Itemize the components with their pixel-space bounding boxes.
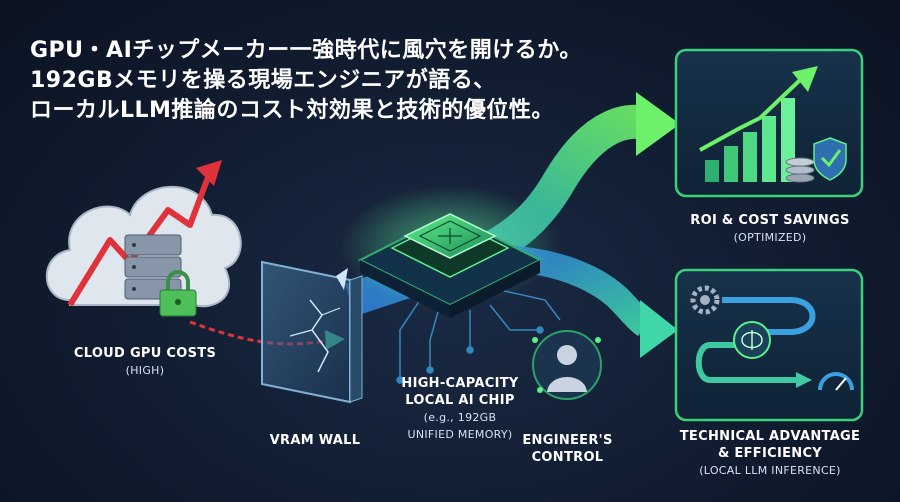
chip-title-1: HIGH-CAPACITY — [401, 376, 519, 391]
roi-title: ROI & COST SAVINGS — [690, 213, 850, 228]
padlock-icon — [159, 270, 197, 317]
cloud-gpu-costs-label: CLOUD GPU COSTS (HIGH) — [40, 345, 250, 379]
roi-label: ROI & COST SAVINGS (OPTIMIZED) — [660, 212, 880, 246]
headline-line-3: ローカルLLM推論のコスト対効果と技術的優位性。 — [30, 98, 554, 123]
engineer-icon — [532, 330, 602, 400]
circuit-traces — [396, 289, 561, 384]
chip-title-2: LOCAL AI CHIP — [405, 393, 515, 408]
tech-panel — [674, 268, 864, 422]
roi-sub: (OPTIMIZED) — [733, 231, 807, 244]
vram-wall-label: VRAM WALL — [255, 432, 375, 449]
vram-title: VRAM WALL — [269, 433, 361, 448]
ai-chip-label: HIGH-CAPACITY LOCAL AI CHIP (e.g., 192GB… — [375, 375, 545, 443]
server-icon — [124, 234, 182, 300]
tech-title-2: & EFFICIENCY — [717, 446, 823, 461]
cloud-title: CLOUD GPU COSTS — [73, 346, 217, 361]
headline-line-1: GPU・AIチップメーカー一強時代に風穴を開けるか。 — [30, 38, 582, 63]
engineer-title-2: CONTROL — [531, 450, 604, 465]
ai-chip-icon — [340, 185, 560, 318]
chip-sub-1: (e.g., 192GB — [423, 411, 497, 424]
tech-sub: (LOCAL LLM INFERENCE) — [699, 464, 841, 477]
chip-sub-2: UNIFIED MEMORY) — [407, 428, 513, 441]
cloud-sub: (HIGH) — [125, 364, 165, 377]
roi-panel — [674, 48, 864, 198]
headline-line-2: 192GBメモリを操る現場エンジニアが語る、 — [30, 68, 496, 93]
engineer-label: ENGINEER'S CONTROL — [505, 432, 630, 466]
engineer-title-1: ENGINEER'S — [522, 433, 613, 448]
tech-title-1: TECHNICAL ADVANTAGE — [679, 429, 861, 444]
tech-label: TECHNICAL ADVANTAGE & EFFICIENCY (LOCAL … — [660, 428, 880, 479]
headline: GPU・AIチップメーカー一強時代に風穴を開けるか。 192GBメモリを操る現場… — [30, 36, 670, 126]
vram-wall-icon — [261, 260, 363, 404]
